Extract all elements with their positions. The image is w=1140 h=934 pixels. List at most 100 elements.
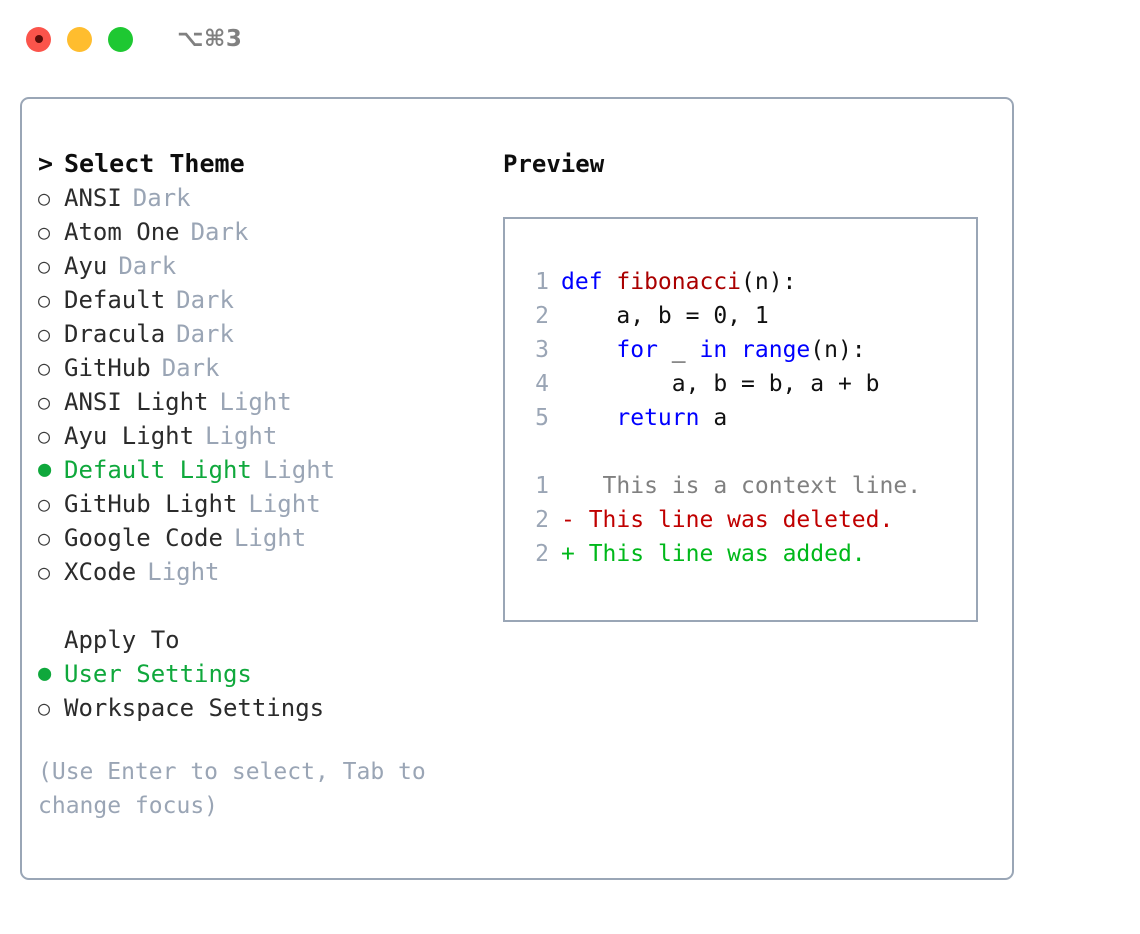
diff-marker: + <box>561 541 575 567</box>
radio-unselected-icon: ○ <box>38 322 51 346</box>
apply-to-option-workspace-settings[interactable]: ○Workspace Settings <box>38 691 488 725</box>
code-token <box>561 333 616 367</box>
code-token: (n): <box>741 269 797 295</box>
radio-unselected-icon: ○ <box>38 220 51 244</box>
radio-unselected-icon: ○ <box>38 186 51 210</box>
theme-option-atom-one[interactable]: ○ Atom One Dark <box>38 215 488 249</box>
theme-variant-tag: Dark <box>176 286 234 314</box>
apply-to-option-user-settings[interactable]: ● User Settings <box>38 657 488 691</box>
theme-option-label: XCode <box>64 558 137 586</box>
line-number: 2 <box>535 507 549 533</box>
theme-option-default[interactable]: ○ Default Dark <box>38 283 488 317</box>
close-button[interactable] <box>26 26 51 52</box>
radio-unselected-icon: ○ <box>38 424 51 448</box>
apply-to-heading: Apply To <box>64 626 180 654</box>
code-token: a, b = b, a + b <box>561 371 880 397</box>
theme-option-google-code[interactable]: ○ Google Code Light <box>38 521 488 555</box>
diff-marker <box>561 469 575 503</box>
diff-text: This is a context line. <box>574 473 922 499</box>
theme-option-label: ANSI <box>64 184 122 212</box>
code-token: for <box>616 337 658 363</box>
apply-to-option-label: User Settings <box>64 660 252 688</box>
code-token: fibonacci <box>616 269 742 295</box>
theme-list-header: > Select Theme <box>38 147 488 181</box>
theme-variant-tag: Dark <box>176 320 234 348</box>
preview-title: Preview <box>503 150 605 178</box>
diff-line: 1 This is a context line. <box>523 469 976 503</box>
code-token: in range <box>699 337 811 363</box>
theme-option-label: Dracula <box>64 320 166 348</box>
code-token: def <box>561 269 617 295</box>
keyboard-hint-text: (Use Enter to select, Tab to change focu… <box>38 759 440 819</box>
theme-option-ansi-light[interactable]: ○ ANSI Light Light <box>38 385 488 419</box>
keyboard-shortcut-label: ⌥⌘3 <box>177 26 243 52</box>
theme-variant-tag: Light <box>219 388 292 416</box>
line-number: 4 <box>535 371 549 397</box>
code-spacer <box>523 435 976 469</box>
code-token: (n): <box>810 337 866 363</box>
diff-marker: - <box>561 507 575 533</box>
radio-unselected-icon: ○ <box>38 288 51 312</box>
theme-option-label: Google Code <box>64 524 223 552</box>
minimize-button[interactable] <box>67 26 92 52</box>
radio-unselected-icon: ○ <box>38 254 51 278</box>
theme-variant-tag: Dark <box>161 354 220 382</box>
code-token: _ <box>657 337 700 363</box>
theme-variant-tag: Light <box>233 524 307 552</box>
code-token: return <box>561 405 700 431</box>
theme-option-label: ANSI Light <box>64 388 209 416</box>
line-number: 2 <box>535 541 549 567</box>
theme-option-label: GitHub <box>64 354 151 382</box>
theme-option-label: GitHub Light <box>64 490 238 518</box>
radio-unselected-icon: ○ <box>38 356 51 380</box>
apply-to-options-list[interactable]: ● User Settings ○Workspace Settings <box>38 657 488 725</box>
theme-variant-tag: Light <box>248 490 321 518</box>
code-token: a, b = 0, 1 <box>561 303 769 329</box>
theme-variant-tag: Light <box>147 558 220 586</box>
radio-selected-icon: ● <box>38 457 52 482</box>
theme-variant-tag: Dark <box>190 218 249 246</box>
code-token: a <box>699 405 728 431</box>
line-number: 5 <box>535 405 549 431</box>
radio-selected-icon: ● <box>38 661 52 686</box>
section-spacer <box>38 589 488 623</box>
theme-variant-tag: Dark <box>132 184 191 212</box>
theme-option-github-light[interactable]: ○ GitHub Light Light <box>38 487 488 521</box>
line-number: 1 <box>535 473 549 499</box>
theme-list-title: Select Theme <box>64 149 245 178</box>
radio-unselected-icon: ○ <box>38 390 51 414</box>
radio-unselected-icon: ○ <box>38 492 51 516</box>
theme-option-label: Atom One <box>64 218 180 246</box>
theme-option-ayu-light[interactable]: ○ Ayu Light Light <box>38 419 488 453</box>
theme-option-label: Default Light <box>64 456 252 484</box>
diff-text: This line was added. <box>574 541 866 567</box>
zoom-button[interactable] <box>108 26 133 52</box>
code-line: 5 return a <box>523 401 976 435</box>
theme-variant-tag: Dark <box>118 252 177 280</box>
theme-option-label: Ayu Light <box>64 422 195 450</box>
radio-unselected-icon: ○ <box>38 526 51 550</box>
theme-option-label: Default <box>64 286 166 314</box>
line-number: 2 <box>535 303 549 329</box>
diff-text: This line was deleted. <box>574 507 894 533</box>
code-line: 2 a, b = 0, 1 <box>523 299 976 333</box>
apply-to-option-label: Workspace Settings <box>64 694 325 722</box>
diff-sample: 1 This is a context line. 2- This line wa… <box>523 469 976 571</box>
theme-option-github[interactable]: ○ GitHub Dark <box>38 351 488 385</box>
theme-option-ansi[interactable]: ○ ANSI Dark <box>38 181 488 215</box>
theme-variant-tag: Light <box>205 422 278 450</box>
selection-caret-icon: > <box>38 149 54 178</box>
theme-option-dracula[interactable]: ○ Dracula Dark <box>38 317 488 351</box>
diff-line: 2 + This line was added. <box>523 537 976 571</box>
